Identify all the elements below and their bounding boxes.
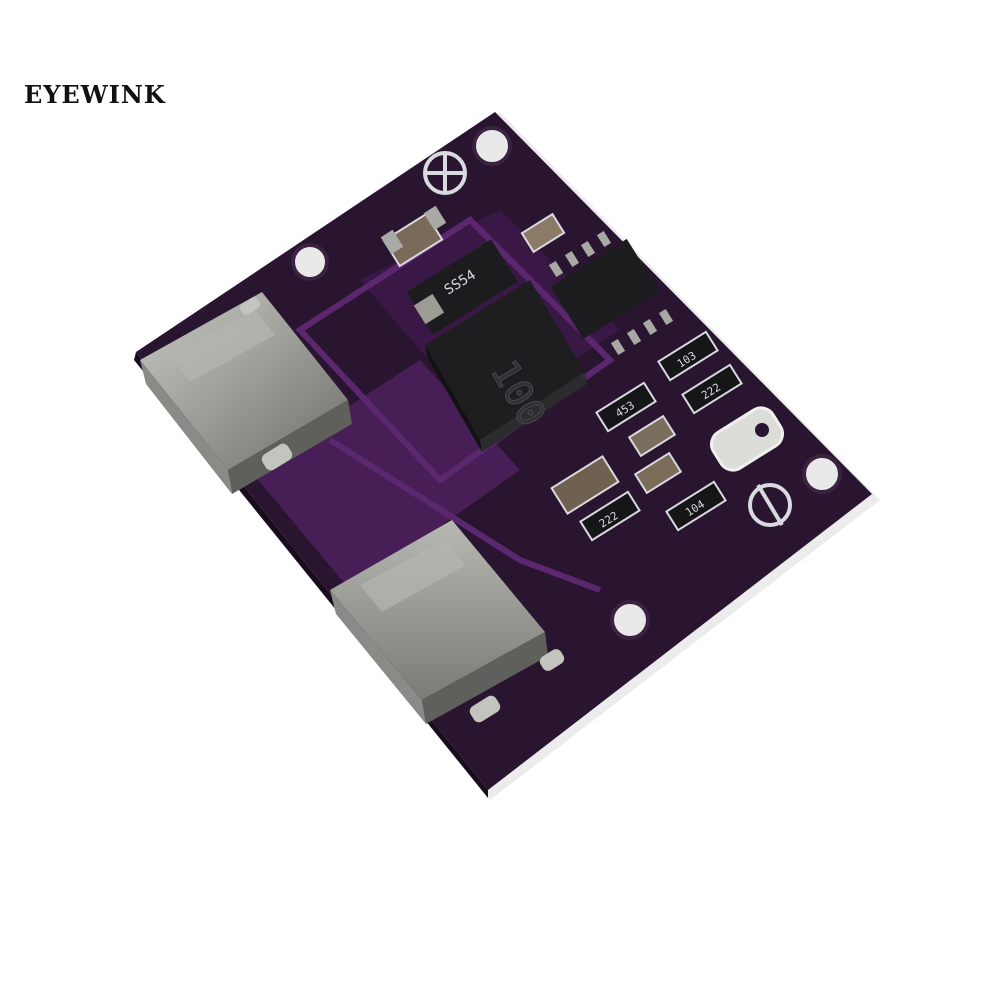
mounting-hole-top-right bbox=[472, 126, 512, 166]
resistor-104: 104 bbox=[665, 480, 727, 532]
smd-capacitor-small bbox=[520, 212, 566, 254]
led bbox=[627, 414, 677, 458]
plus-symbol bbox=[423, 151, 467, 195]
brand-logo-text: EYEWINK bbox=[24, 80, 166, 109]
usb-c-connector-top bbox=[140, 292, 352, 494]
solder-pad bbox=[709, 406, 785, 472]
resistor-453: 453 bbox=[595, 381, 657, 433]
mounting-hole-bottom bbox=[610, 600, 650, 640]
smd-capacitor-top bbox=[380, 205, 447, 268]
pcb-board bbox=[136, 112, 872, 790]
smd-capacitor-bottom bbox=[550, 455, 620, 515]
usb-c-connector-bottom bbox=[330, 520, 565, 724]
smd-capacitor-mid bbox=[633, 451, 683, 495]
resistor-103: 103 bbox=[657, 330, 719, 382]
resistor-222-bottom: 222 bbox=[579, 490, 641, 542]
ic-chip bbox=[548, 230, 674, 356]
minus-symbol bbox=[748, 483, 792, 527]
diode-ss54: SS54 bbox=[406, 239, 518, 335]
mounting-hole-right bbox=[802, 454, 842, 494]
mounting-hole-left bbox=[291, 243, 329, 281]
trace-outline-2 bbox=[328, 437, 602, 593]
resistor-222-top: 222 bbox=[681, 363, 743, 415]
